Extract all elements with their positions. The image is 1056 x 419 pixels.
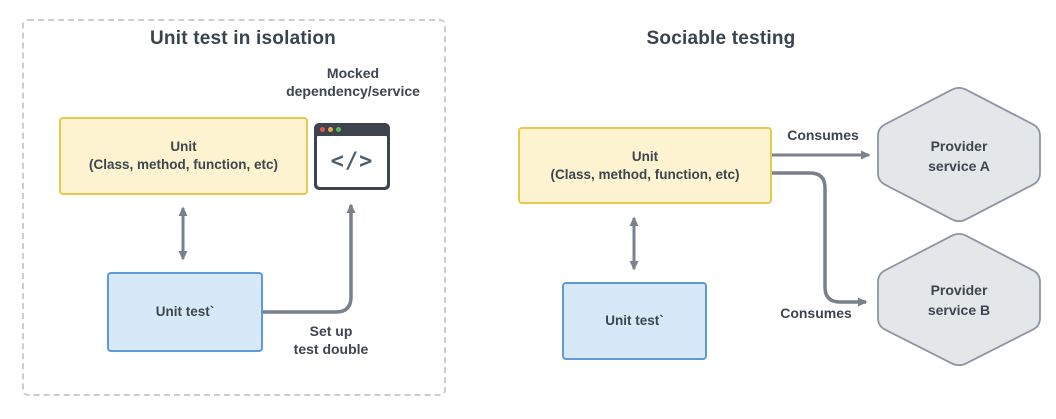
sociable-unit-box-line1: Unit (631, 148, 659, 164)
isolation-panel (22, 19, 446, 396)
green-dot-icon (336, 127, 341, 132)
yellow-dot-icon (328, 127, 333, 132)
code-icon: </> (330, 149, 374, 174)
provider-service-b-line2: service B (927, 302, 991, 318)
consumes-label-top: Consumes (787, 127, 859, 143)
sociable-unit-test-label: Unit test` (605, 313, 664, 328)
isolation-unit-test-label: Unit test` (155, 304, 215, 319)
provider-service-b-line1: Provider (930, 282, 988, 298)
consumes-arrow-provider-b (772, 171, 868, 307)
isolation-unit-box-line1: Unit (170, 139, 197, 154)
sociable-unit-box: Unit (Class, method, function, etc) (518, 127, 772, 204)
browser-titlebar (314, 123, 390, 136)
browser-window-icon: </> (314, 123, 390, 190)
browser-body: </> (317, 136, 387, 187)
isolation-unit-box: Unit (Class, method, function, etc) (59, 117, 308, 195)
mocked-dependency-label-line2: dependency/service (286, 83, 420, 99)
red-dot-icon (320, 127, 325, 132)
isolation-unit-box-line2: (Class, method, function, etc) (88, 157, 278, 172)
isolation-unit-test-box: Unit test` (107, 272, 263, 352)
mocked-dependency-label-line1: Mocked (326, 65, 380, 81)
setup-test-double-line2: test double (293, 341, 369, 357)
consumes-label-bottom: Consumes (780, 305, 852, 321)
setup-test-double-line1: Set up (309, 323, 353, 339)
provider-service-a-line2: service A (928, 158, 990, 174)
sociable-unit-test-box: Unit test` (562, 282, 707, 360)
sociable-unit-box-line2: (Class, method, function, etc) (550, 166, 740, 182)
provider-service-a-label: Provider service A (928, 136, 990, 176)
setup-test-double-label: Set up test double (294, 322, 369, 358)
provider-service-b-label: Provider service B (928, 280, 990, 320)
mocked-dependency-label: Mocked dependency/service (286, 64, 420, 100)
provider-service-a-line1: Provider (930, 138, 988, 154)
isolation-title: Unit test in isolation (150, 28, 336, 49)
sociable-title: Sociable testing (646, 28, 796, 49)
